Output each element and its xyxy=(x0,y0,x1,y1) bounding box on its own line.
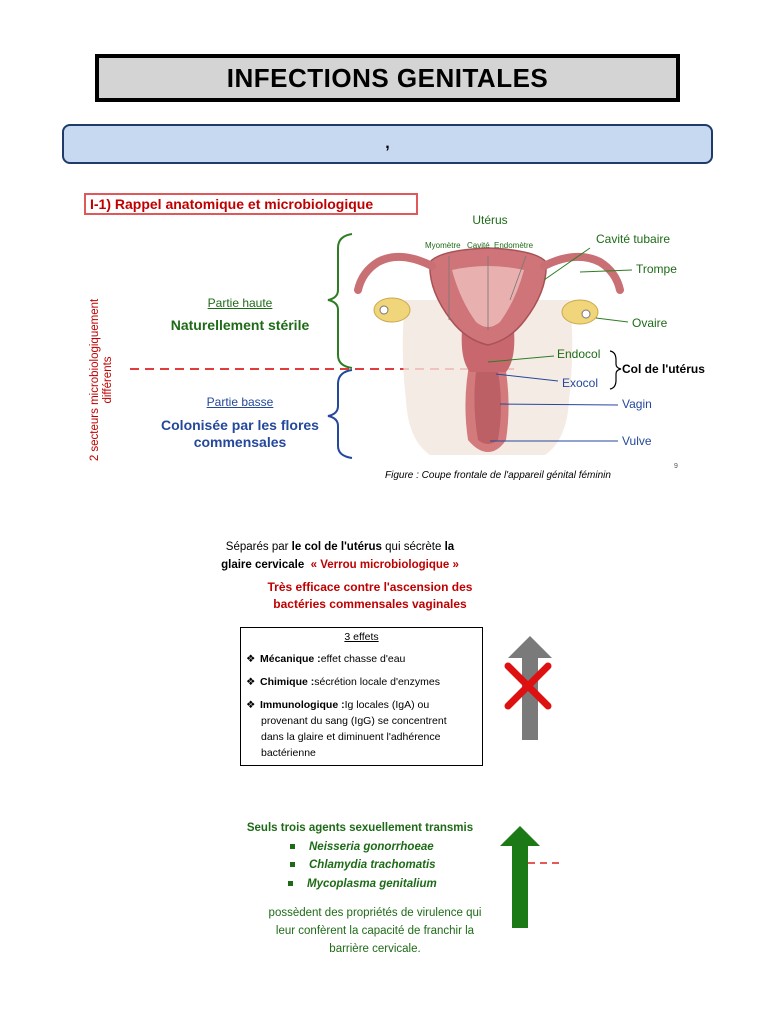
label-vulve: Vulve xyxy=(622,434,652,448)
effect-continuation: provenant du sang (IgG) se concentrent xyxy=(261,715,447,727)
sti-agent: Mycoplasma genitalium xyxy=(288,878,437,890)
sti-agent: Neisseria gonorrhoeae xyxy=(290,841,434,853)
upper-part-description: Naturellement stérile xyxy=(170,317,310,333)
blocked-arrow xyxy=(504,636,552,740)
lower-part-title: Partie basse xyxy=(206,395,274,409)
effects-box: 3 effets ❖Mécanique :effet chasse d'eau … xyxy=(240,627,483,766)
figure-caption: Figure : Coupe frontale de l'appareil gé… xyxy=(385,470,611,481)
left-ovary xyxy=(373,297,411,323)
section-heading-text: I-1) Rappel anatomique et microbiologiqu… xyxy=(90,196,374,212)
label-endocol: Endocol xyxy=(557,347,601,361)
section-banner: , xyxy=(62,124,713,164)
section-heading: I-1) Rappel anatomique et microbiologiqu… xyxy=(84,193,418,215)
passing-arrow xyxy=(500,826,564,928)
label-exocol: Exocol xyxy=(562,376,599,390)
lower-brace xyxy=(327,369,353,459)
label-cavite: Cavité xyxy=(467,241,490,250)
label-endometre: Endomètre xyxy=(494,241,534,250)
effect-item: ❖Immunologique :Ig locales (IgA) ou xyxy=(246,699,430,711)
label-myometre: Myomètre xyxy=(425,241,461,250)
sti-agent: Chlamydia trachomatis xyxy=(290,859,436,871)
right-ovary xyxy=(561,299,599,325)
title-box: INFECTIONS GENITALES xyxy=(95,54,680,102)
separation-text: Séparés par le col de l'utérus qui sécrè… xyxy=(221,541,459,571)
effect-item: ❖Mécanique :effet chasse d'eau xyxy=(246,653,406,665)
label-ovaire: Ovaire xyxy=(632,316,668,330)
right-tube xyxy=(540,252,624,294)
effect-item: ❖Chimique :sécrétion locale d'enzymes xyxy=(246,676,440,688)
page-title: INFECTIONS GENITALES xyxy=(226,62,549,93)
label-vagin: Vagin xyxy=(622,397,652,411)
sti-heading: Seuls trois agents sexuellement transmis xyxy=(246,822,474,834)
lower-part-description: Colonisée par les flores commensales xyxy=(140,417,340,451)
lower-part-description-line2: commensales xyxy=(193,434,287,450)
anatomy-diagram xyxy=(130,233,633,459)
sti-conclusion: possèdent des propriétés de virulence qu… xyxy=(268,907,482,955)
green-up-arrow-icon xyxy=(500,826,540,928)
left-tube xyxy=(354,252,436,294)
verrou-label: « Verrou microbiologique » xyxy=(310,559,459,571)
page-number: 9 xyxy=(674,463,678,470)
effects-title: 3 effets xyxy=(344,631,379,643)
col-brace xyxy=(609,350,622,390)
efficacy-text: Très efficace contre l'ascension des bac… xyxy=(267,580,473,611)
label-uterus: Utérus xyxy=(472,213,508,227)
effect-continuation: dans la glaire et diminuent l'adhérence xyxy=(261,731,441,743)
effect-continuation: bactérienne xyxy=(261,747,316,759)
label-cavite-tubaire: Cavité tubaire xyxy=(596,232,671,246)
label-trompe: Trompe xyxy=(636,262,677,276)
label-col-uterus: Col de l'utérus xyxy=(622,362,705,376)
upper-brace xyxy=(327,233,353,369)
banner-text: , xyxy=(385,135,390,152)
upper-part-title: Partie haute xyxy=(207,296,273,310)
lower-part-description-line1: Colonisée par les flores xyxy=(161,417,319,433)
